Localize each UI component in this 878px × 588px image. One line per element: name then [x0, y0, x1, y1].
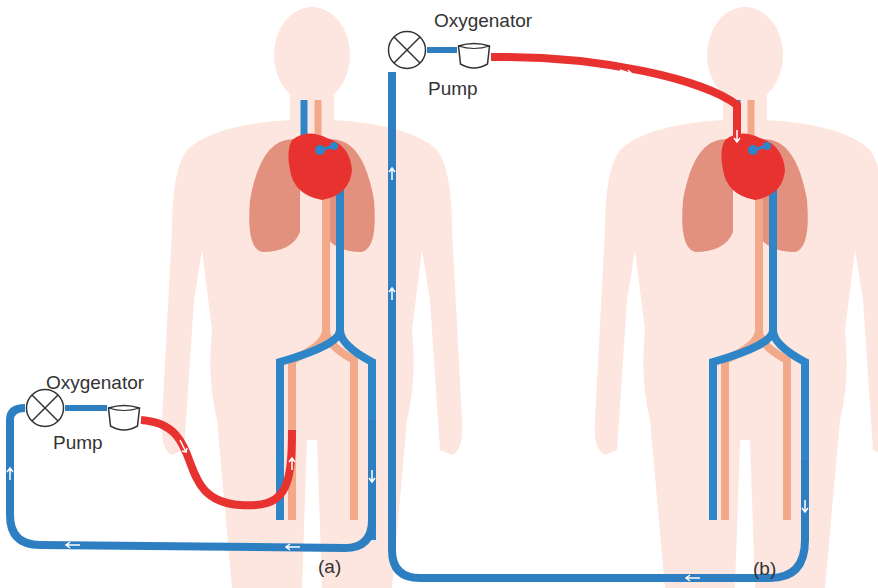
circuit-tube [65, 405, 107, 411]
circuit-tube [427, 47, 457, 53]
arterial-cannula [141, 420, 292, 505]
body-a [162, 7, 463, 588]
pump-node: Pump [387, 30, 427, 70]
oxygenator-symbol [107, 404, 141, 434]
return-cannula [491, 57, 737, 165]
component-label: Pump [428, 78, 478, 100]
panel-label: (a) [318, 556, 341, 578]
venous-cannula [392, 72, 805, 578]
component-label: Oxygenator [46, 372, 144, 394]
flow-arrows [389, 70, 808, 581]
venous-cannula [10, 408, 372, 548]
panel-label: (b) [753, 558, 776, 580]
pump-node: Pump [25, 388, 65, 428]
body-b [595, 7, 878, 588]
oxygenator-node: Oxygenator [457, 42, 491, 72]
flow-arrows [7, 440, 375, 550]
component-label: Oxygenator [434, 10, 532, 32]
oxygenator-symbol [457, 42, 491, 72]
pump-symbol [25, 388, 65, 428]
pump-symbol [387, 30, 427, 70]
component-label: Pump [53, 432, 103, 454]
oxygenator-node: Oxygenator [107, 404, 141, 434]
